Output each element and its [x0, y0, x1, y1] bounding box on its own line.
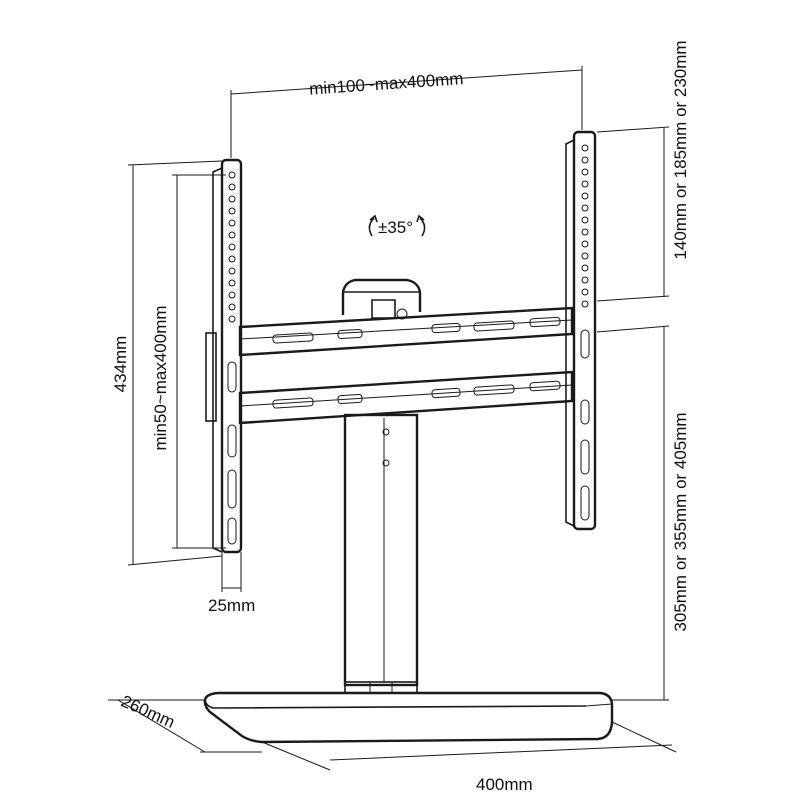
dimension-base-width: [261, 721, 677, 771]
right-bracket-holes: [581, 144, 589, 308]
label-base-width: 400mm: [476, 775, 533, 794]
label-base-depth: 260mm: [118, 692, 178, 732]
dimension-height-lower: [596, 325, 670, 701]
left-bracket-slots: [227, 361, 237, 545]
base-plate: [203, 691, 614, 744]
right-vertical-bracket: [565, 130, 597, 531]
label-height-adjust-upper: 140mm or 185mm or 230mm: [671, 40, 690, 259]
label-vesa-height: min50~max400mm: [151, 305, 170, 450]
upright-column: [343, 413, 419, 694]
label-overall-height: 434mm: [111, 336, 130, 393]
dimension-height-upper: [596, 126, 670, 302]
rotation-icon: [368, 214, 426, 237]
dimension-upright-offset: [221, 552, 242, 592]
horizontal-arm-upper: [238, 306, 574, 357]
right-bracket-slots: [580, 329, 590, 521]
dimension-base-depth: [108, 699, 262, 753]
dimension-overall-height: [127, 160, 223, 566]
label-height-adjust-lower: 305mm or 355mm or 405mm: [671, 412, 690, 631]
left-vertical-bracket: [205, 158, 243, 554]
label-vesa-width: min100~max400mm: [309, 69, 464, 98]
left-bracket-holes: [228, 171, 236, 323]
dimension-vesa-width: [230, 66, 583, 158]
label-upright-offset: 25mm: [208, 596, 255, 615]
pivot-cap: [341, 278, 422, 320]
label-rotation: ±35°: [378, 218, 413, 237]
dimension-vesa-height: [172, 174, 226, 549]
